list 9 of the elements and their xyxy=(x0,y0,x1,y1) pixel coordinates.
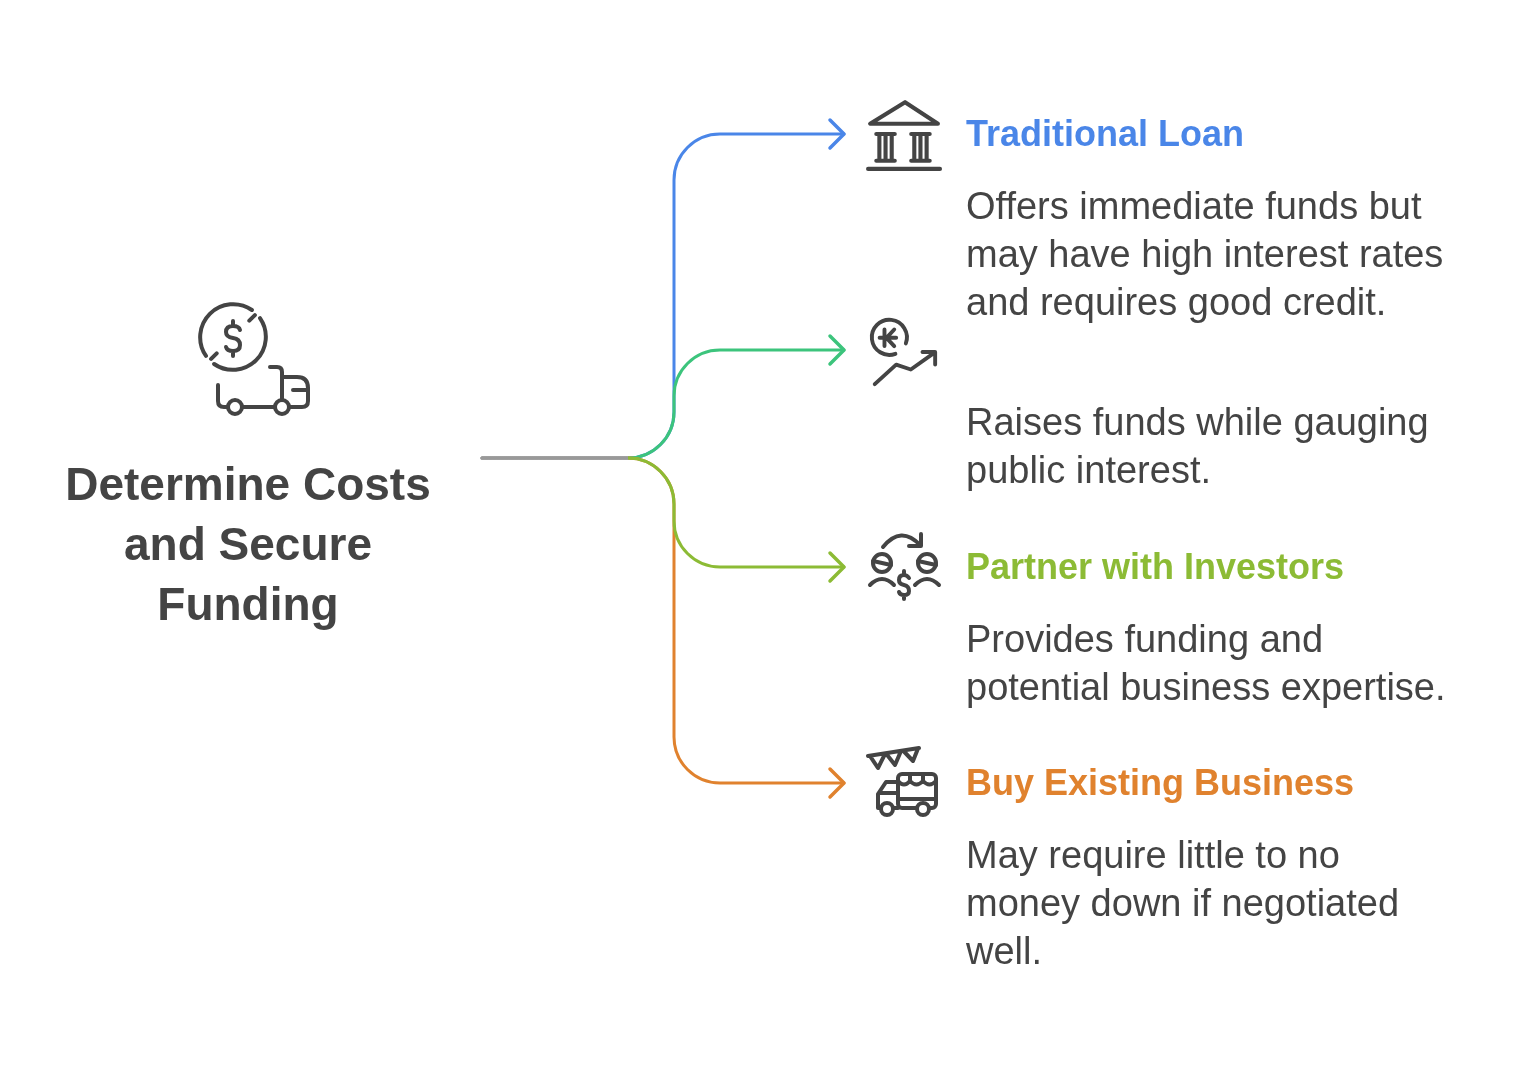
option-heading: Partner with Investors xyxy=(966,545,1345,589)
main-title: Determine Costs and Secure Funding xyxy=(64,457,432,632)
option-description: Provides funding and potential business expertise. xyxy=(966,617,1447,710)
option-heading: Traditional Loan xyxy=(966,112,1244,156)
option-heading: Buy Existing Business xyxy=(966,761,1355,805)
branch-arrow xyxy=(480,456,846,583)
option-description: Offers immediate funds but may have high interest rates and requires good credit. xyxy=(966,184,1445,325)
option-description: Raises funds while gauging public interest. xyxy=(966,400,1430,493)
option-description: May require little to no money down if negotiated well. xyxy=(966,833,1401,974)
